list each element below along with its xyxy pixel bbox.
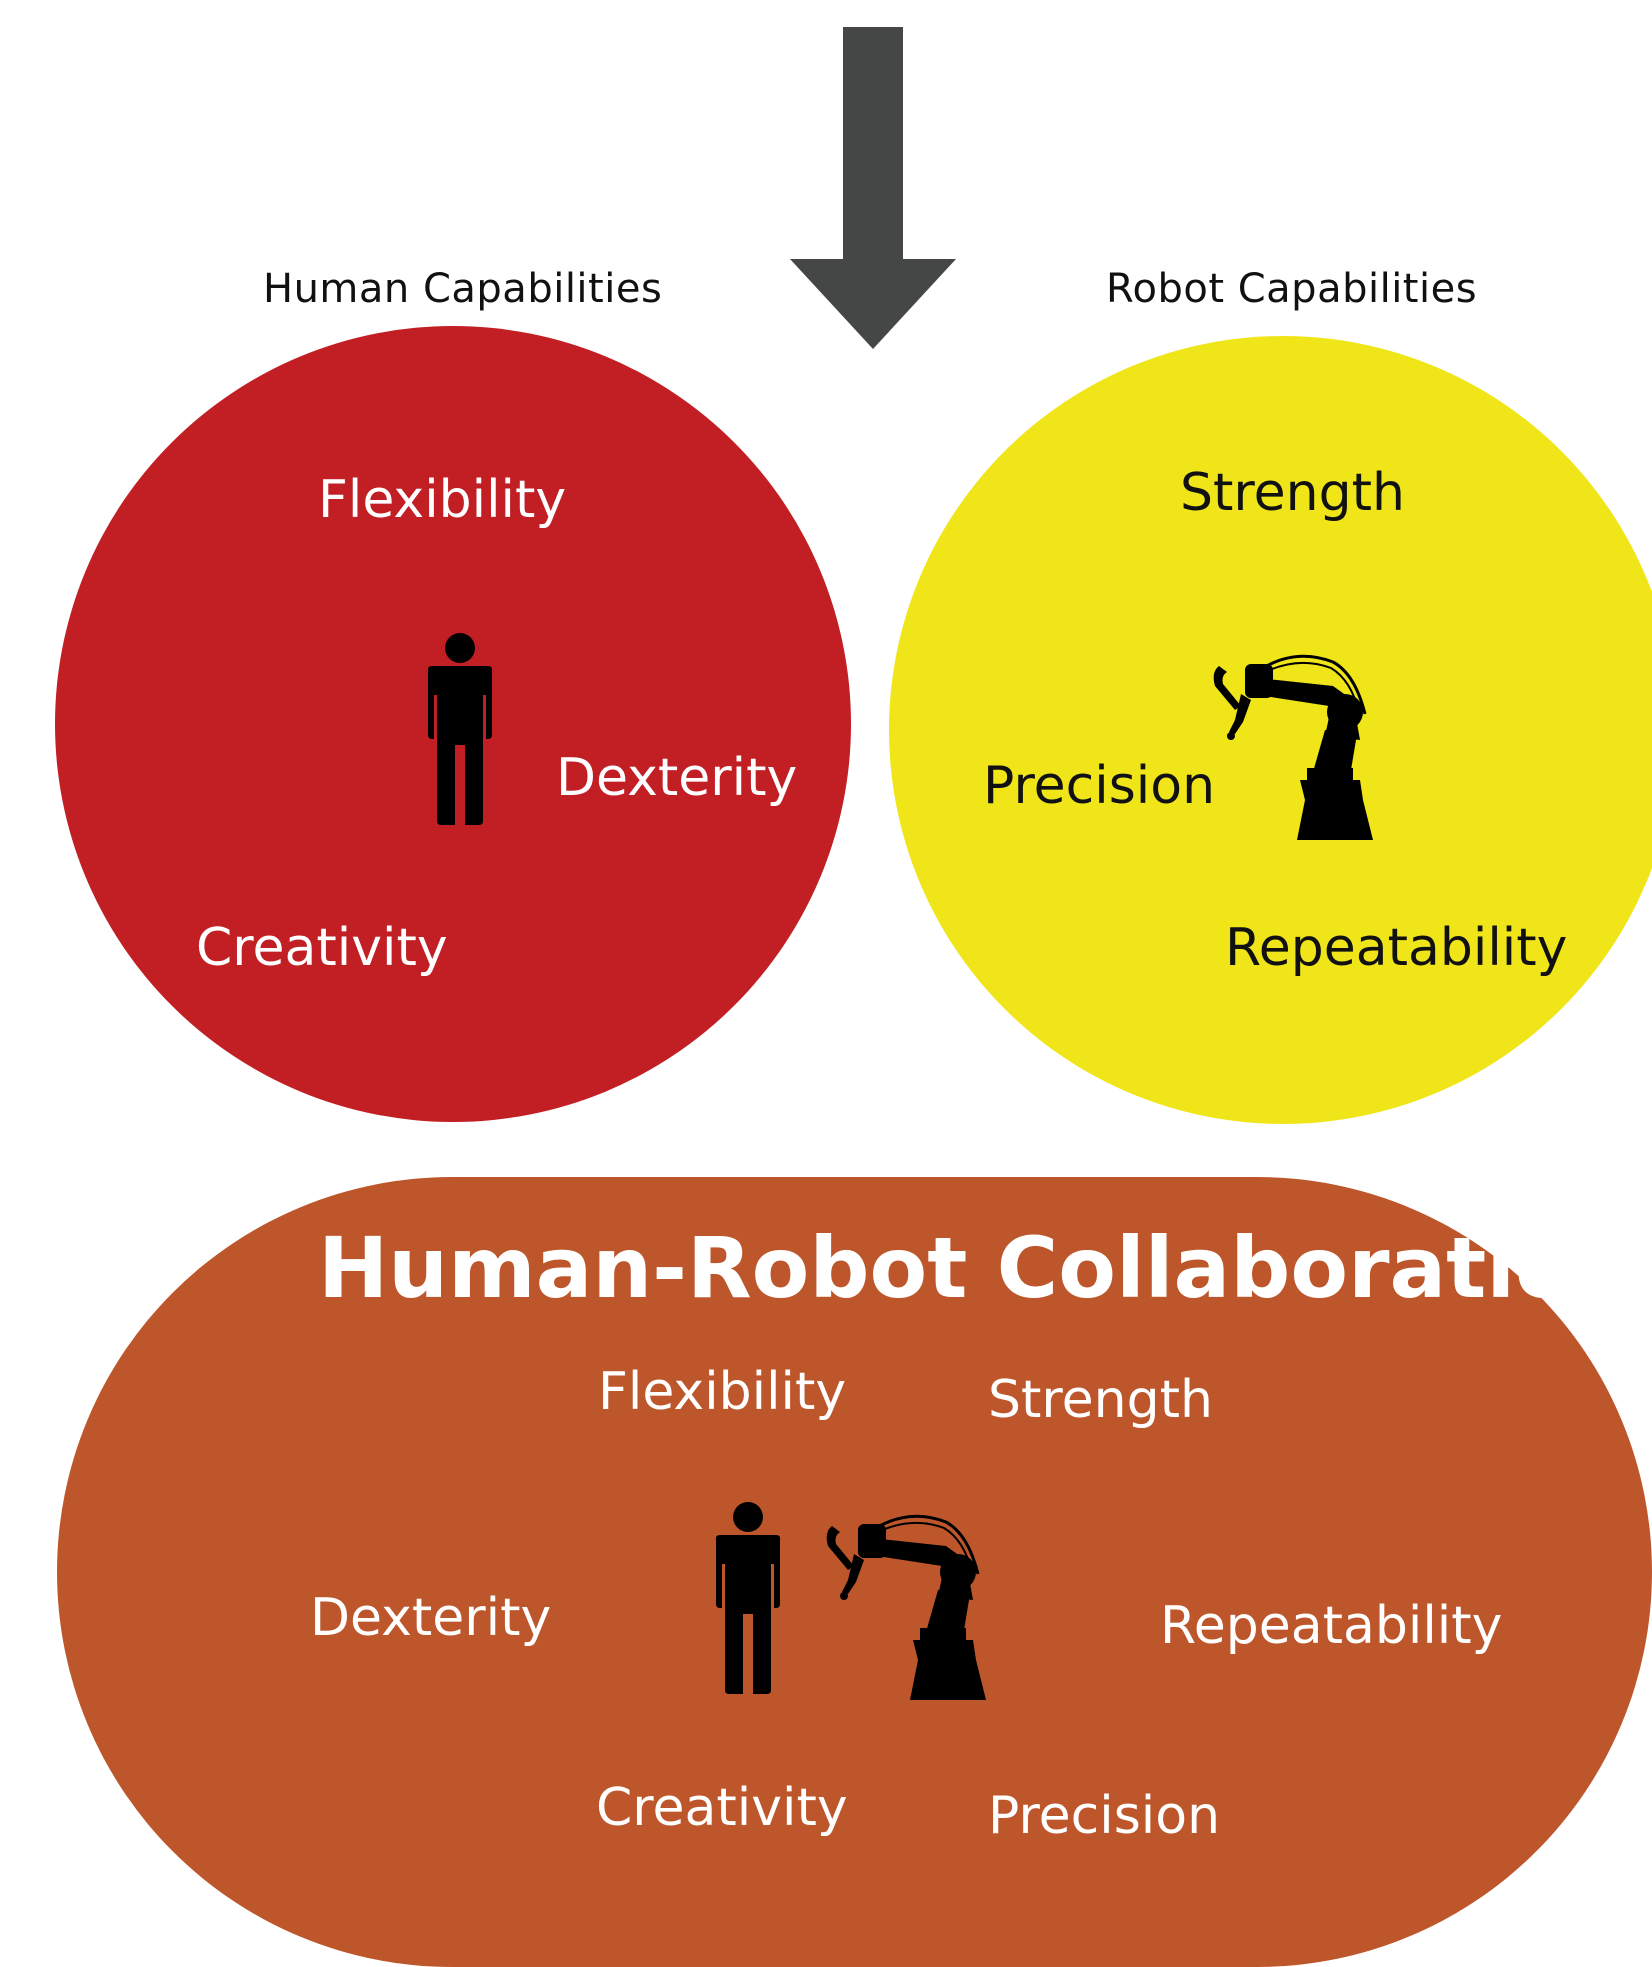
robot-arm-icon — [826, 1514, 986, 1700]
collab-label-dexterity: Dexterity — [310, 1588, 552, 1648]
person-icon — [428, 633, 492, 825]
collab-label-creativity: Creativity — [596, 1778, 848, 1838]
collaboration-title: Human-Robot Collaboration — [318, 1219, 1633, 1317]
collab-label-strength: Strength — [988, 1370, 1213, 1430]
collab-label-precision: Precision — [988, 1786, 1221, 1846]
human-label-flexibility: Flexibility — [318, 470, 567, 530]
human-capabilities-heading: Human Capabilities — [263, 266, 663, 312]
collab-label-repeatability: Repeatability — [1160, 1596, 1503, 1656]
robot-arm-icon — [1213, 654, 1373, 840]
robot-capabilities-circle — [889, 336, 1652, 1124]
down-arrow-icon — [790, 27, 956, 349]
person-icon — [716, 1502, 780, 1694]
collab-label-flexibility: Flexibility — [598, 1362, 847, 1422]
robot-label-precision: Precision — [983, 756, 1216, 816]
robot-capabilities-heading: Robot Capabilities — [1106, 266, 1478, 312]
human-label-creativity: Creativity — [196, 918, 448, 978]
robot-label-repeatability: Repeatability — [1225, 918, 1568, 978]
human-label-dexterity: Dexterity — [556, 748, 798, 808]
robot-label-strength: Strength — [1180, 463, 1405, 523]
